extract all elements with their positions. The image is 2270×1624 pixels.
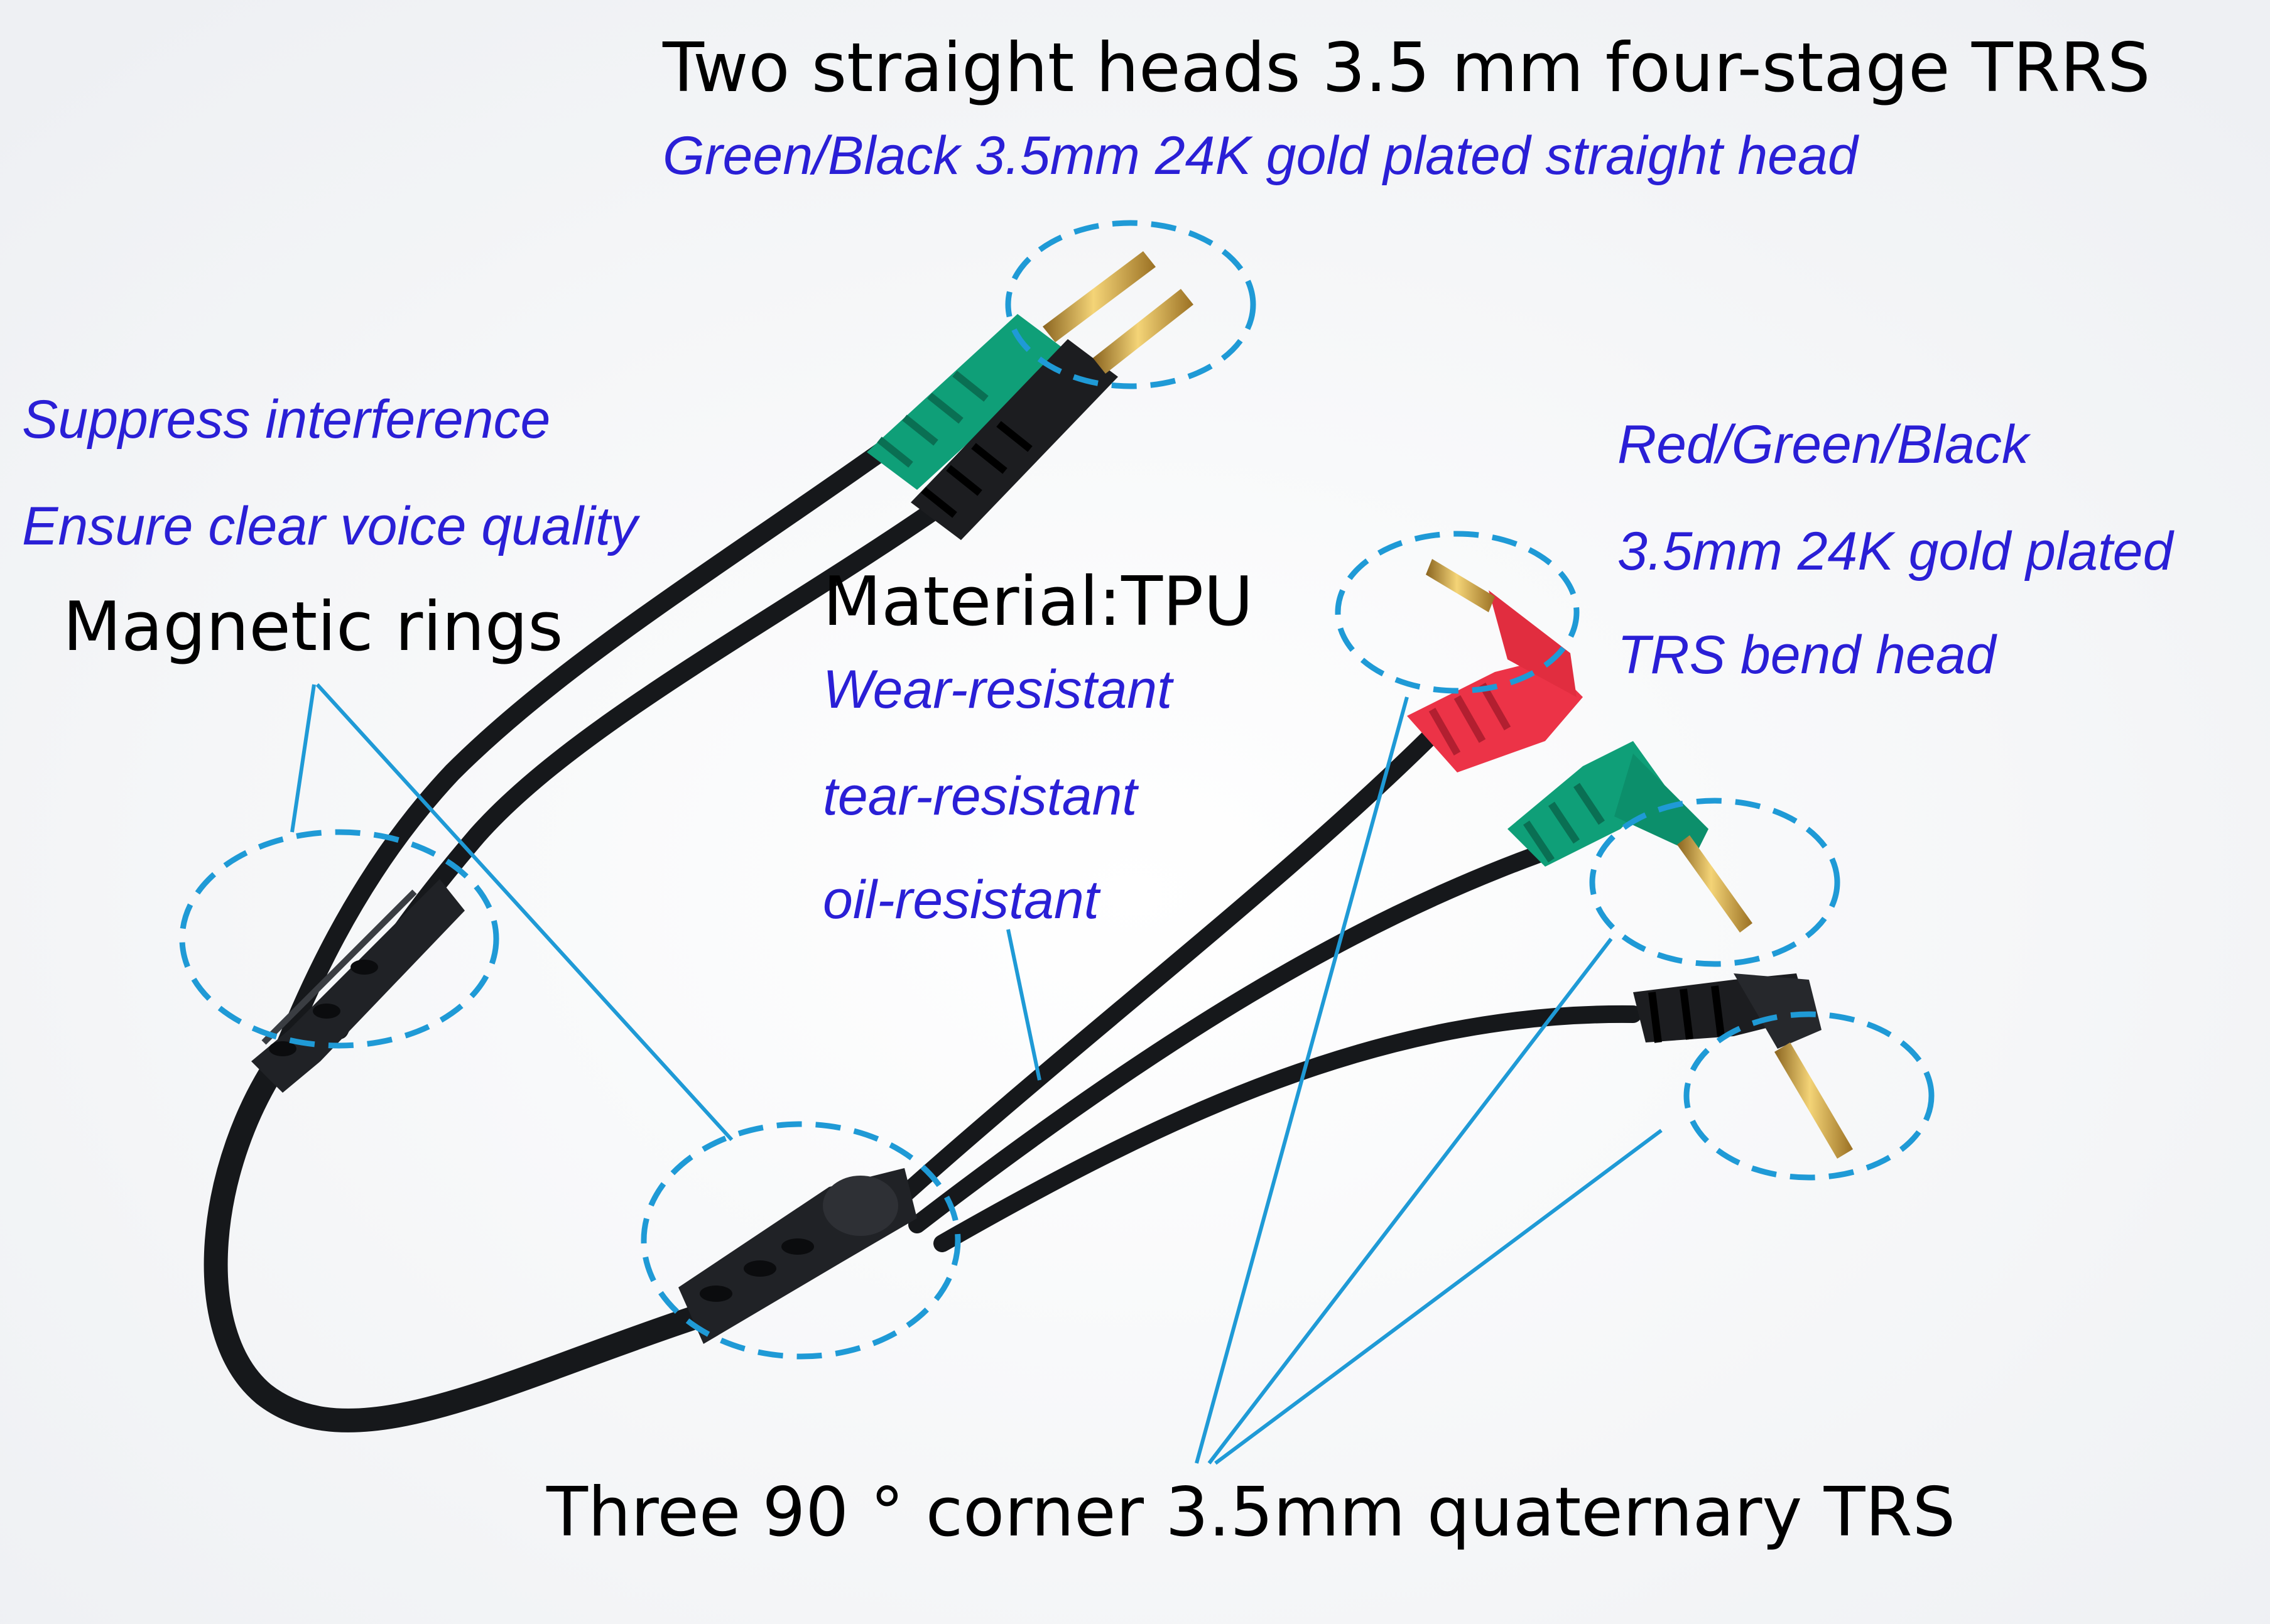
callout-circles <box>179 220 1935 1360</box>
bend-plug-green <box>1507 741 1752 933</box>
straight-heads-heading: Two straight heads 3.5 mm four-stage TRR… <box>663 29 2151 107</box>
wear-resistant-note: Wear-resistant <box>823 659 1173 720</box>
oil-resistant-note: oil-resistant <box>823 870 1099 930</box>
line-tpu <box>1006 929 1041 1081</box>
line-corner-green <box>1207 938 1613 1464</box>
bend-gold-note: 3.5mm 24K gold plated <box>1617 521 2173 582</box>
callout-green-bend <box>1589 798 1840 967</box>
magnetic-ring-left <box>251 879 465 1093</box>
straight-plugs-note: Green/Black 3.5mm 24K gold plated straig… <box>663 126 1858 186</box>
line-magnetic-left <box>290 684 316 833</box>
tear-resistant-note: tear-resistant <box>823 766 1138 826</box>
callout-black-bend <box>1683 1011 1935 1181</box>
callout-magnetic-left <box>179 829 499 1049</box>
cable-green-bend <box>908 845 1548 1233</box>
cable-red-bend <box>883 720 1447 1215</box>
magnetic-ring-center <box>678 1168 917 1344</box>
callout-magnetic-center <box>641 1121 961 1360</box>
callout-lines <box>290 683 1663 1465</box>
suppress-interference-note: Suppress interference <box>22 389 551 450</box>
bend-type-note: TRS bend head <box>1617 625 1996 685</box>
bend-heads-heading: Three 90 ° corner 3.5mm quaternary TRS <box>546 1473 1956 1552</box>
callout-red-bend <box>1335 531 1580 694</box>
cable-green-straight <box>267 430 908 1077</box>
cable-black-bend <box>933 1005 1642 1252</box>
bend-plug-black <box>1633 973 1853 1159</box>
line-magnetic-center <box>315 683 734 1142</box>
cable-group <box>204 430 1642 1432</box>
voice-quality-note: Ensure clear voice quality <box>22 496 638 556</box>
straight-plug-black <box>911 289 1193 540</box>
bend-colors-note: Red/Green/Black <box>1617 414 2029 475</box>
bend-plug-red <box>1407 559 1583 772</box>
line-corner-black <box>1214 1129 1663 1465</box>
cable-main <box>204 1043 703 1432</box>
line-corner-red <box>1195 696 1409 1464</box>
magnetic-rings-heading: Magnetic rings <box>63 588 563 666</box>
straight-plug-green <box>867 251 1156 490</box>
material-heading: Material:TPU <box>823 563 1254 641</box>
callout-straight-heads <box>1005 220 1256 389</box>
